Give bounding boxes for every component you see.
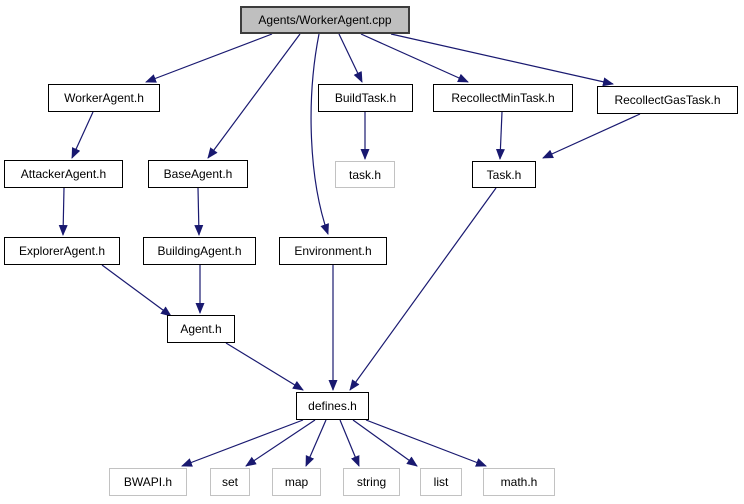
edge-workeragent-attackeragent	[71, 111, 94, 159]
node-map: map	[272, 468, 321, 496]
node-set: set	[210, 468, 250, 496]
edge-defines-set	[245, 419, 316, 467]
node-defines-h[interactable]: defines.h	[296, 392, 369, 420]
edge-recollectgas-task	[542, 113, 641, 159]
edge-exploreragent-agent	[101, 264, 172, 317]
edge-recollectmin-task	[495, 111, 505, 160]
node-string: string	[343, 468, 400, 496]
edge-main-recollectmin	[360, 33, 469, 83]
node-exploreragent-h[interactable]: ExplorerAgent.h	[4, 237, 120, 265]
node-buildingagent-h[interactable]: BuildingAgent.h	[143, 237, 256, 265]
node-agent-h[interactable]: Agent.h	[167, 315, 235, 343]
node-recollectgastask-h[interactable]: RecollectGasTask.h	[597, 86, 738, 114]
node-math-h: math.h	[483, 468, 555, 496]
edge-defines-map	[305, 419, 327, 467]
node-agents-workeragent-cpp: Agents/WorkerAgent.cpp	[240, 6, 410, 34]
node-bwapi-h: BWAPI.h	[109, 468, 187, 496]
edge-agent-defines	[225, 342, 304, 391]
edge-attackeragent-exploreragent	[58, 187, 68, 236]
edge-defines-list	[352, 419, 418, 467]
node-task-lowercase-h: task.h	[335, 161, 395, 188]
edge-main-environment	[310, 33, 329, 235]
edge-defines-string	[339, 419, 360, 467]
edge-defines-bwapi	[181, 419, 304, 467]
node-baseagent-h[interactable]: BaseAgent.h	[148, 160, 248, 188]
edge-defines-math	[365, 419, 487, 467]
edge-main-workeragent	[145, 33, 273, 83]
edge-baseagent-buildingagent	[194, 187, 204, 236]
edge-task-defines	[349, 187, 497, 391]
node-environment-h[interactable]: Environment.h	[279, 237, 387, 265]
node-workeragent-h[interactable]: WorkerAgent.h	[48, 84, 160, 112]
node-buildtask-h[interactable]: BuildTask.h	[318, 84, 413, 112]
edge-main-buildtask	[338, 33, 363, 83]
node-recollectmintask-h[interactable]: RecollectMinTask.h	[433, 84, 573, 112]
node-list: list	[420, 468, 462, 496]
edge-main-baseagent	[207, 33, 301, 159]
node-attackeragent-h[interactable]: AttackerAgent.h	[4, 160, 123, 188]
edge-main-recollectgas	[390, 33, 614, 87]
node-task-h[interactable]: Task.h	[472, 161, 536, 188]
